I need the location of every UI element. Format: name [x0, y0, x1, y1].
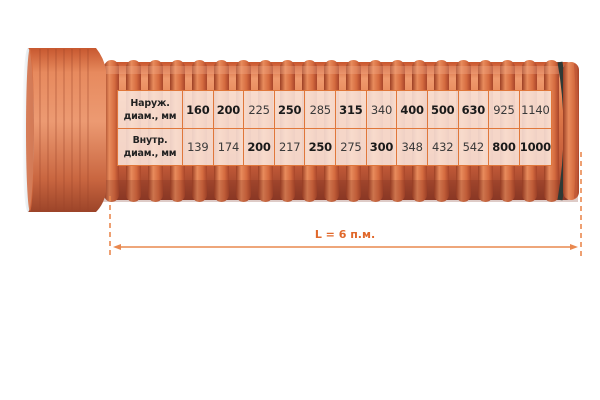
- outer-diameter-cell: 925: [489, 91, 520, 129]
- outer-diameter-cell: 630: [458, 91, 490, 129]
- length-label: L = 6 п.м.: [314, 228, 376, 241]
- inner-diameter-cell: 174: [213, 129, 245, 166]
- outer-diameter-cell: 225: [244, 91, 275, 129]
- inner-diameter-cell: 542: [458, 129, 490, 166]
- label-line2: диам., мм: [123, 110, 177, 122]
- label-line1: Наруж.: [130, 97, 170, 109]
- row-label-inner-diameter: Внутр. диам., мм: [118, 129, 183, 166]
- row-label-outer-diameter: Наруж. диам., мм: [118, 91, 183, 129]
- inner-diameter-cell: 200: [244, 129, 275, 166]
- outer-diameter-cell: 500: [427, 91, 459, 129]
- inner-diameter-cell: 1000: [519, 129, 552, 166]
- inner-diameter-cell: 800: [489, 129, 520, 166]
- diameter-table: Наруж. диам., мм 160 200 225 250 285 315…: [117, 90, 552, 166]
- outer-diameter-cell: 160: [183, 91, 214, 129]
- arrow-left-icon: [113, 244, 121, 250]
- inner-diameter-cell: 217: [274, 129, 306, 166]
- inner-diameter-cell: 348: [397, 129, 428, 166]
- label-line1: Внутр.: [132, 135, 168, 146]
- inner-diameter-cell: 139: [183, 129, 214, 166]
- outer-diameter-cell: 200: [213, 91, 245, 129]
- outer-diameter-cell: 315: [336, 91, 367, 129]
- inner-diameter-cell: 250: [305, 129, 337, 166]
- outer-diameter-cell: 340: [366, 91, 398, 129]
- label-line2: диам., мм: [123, 148, 177, 159]
- inner-diameter-cell: 300: [366, 129, 398, 166]
- length-dimension: [109, 152, 582, 256]
- outer-diameter-cell: 285: [305, 91, 337, 129]
- seal-ring: [557, 61, 579, 201]
- inner-diameter-cell: 432: [427, 129, 459, 166]
- socket-bell: [22, 48, 106, 212]
- outer-diameter-cell: 400: [397, 91, 428, 129]
- inner-diameter-cell: 275: [336, 129, 367, 166]
- outer-diameter-cell: 1140: [519, 91, 552, 129]
- outer-diameter-cell: 250: [274, 91, 306, 129]
- arrow-right-icon: [570, 244, 578, 250]
